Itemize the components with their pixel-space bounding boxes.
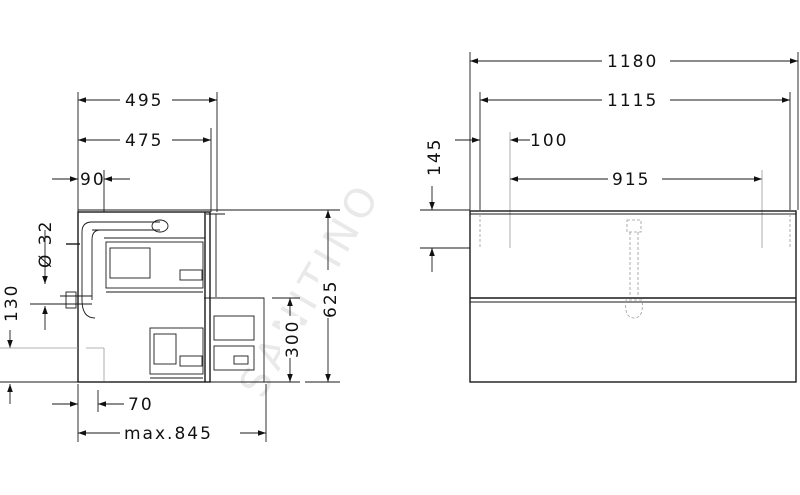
dim-130: 130: [2, 284, 22, 322]
dim-100: 100: [530, 131, 568, 151]
dim-70: 70: [128, 395, 154, 415]
dim-1115: 1115: [607, 91, 658, 111]
dim-diameter-32: Ø 32: [36, 220, 56, 268]
dim-max-845: max.845: [124, 424, 213, 444]
dim-625: 625: [321, 280, 341, 318]
front-view: 1180 1115 100 915 145: [420, 51, 799, 383]
dim-1180: 1180: [607, 52, 658, 72]
dim-495: 495: [125, 91, 163, 111]
dim-145: 145: [425, 138, 445, 176]
dim-90: 90: [80, 170, 106, 190]
dim-915: 915: [612, 170, 650, 190]
dim-300: 300: [283, 320, 303, 358]
side-view: 495 475 90: [0, 90, 341, 444]
dim-475: 475: [125, 131, 163, 151]
watermark: SANITINO: [231, 173, 391, 405]
